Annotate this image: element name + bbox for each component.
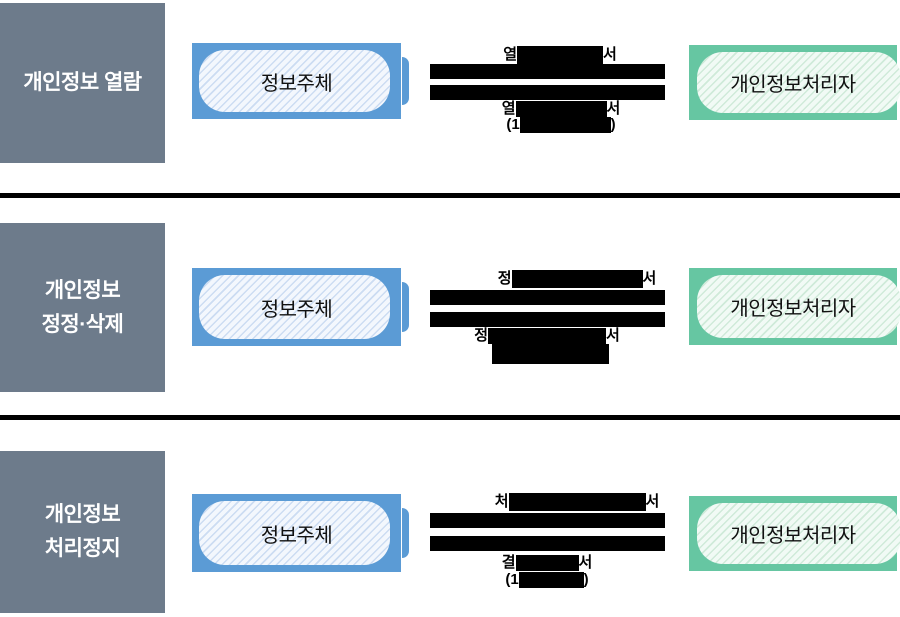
- processor-box: 개인정보처리자: [689, 268, 900, 345]
- redaction-box: [511, 270, 643, 288]
- reply-deadline-prefix: (1: [506, 116, 520, 133]
- processor-box: 개인정보처리자: [689, 45, 900, 120]
- reply-doc-label-line2: (1): [505, 571, 589, 588]
- reply-doc-suffix: 서: [606, 327, 620, 344]
- processor-box: 개인정보처리자: [689, 496, 900, 571]
- row-label-line: 개인정보: [44, 278, 121, 302]
- reply-deadline-prefix: (1: [505, 571, 519, 588]
- request-doc-prefix: 열: [503, 46, 517, 63]
- reply-doc-prefix: 결: [501, 554, 516, 571]
- hatch-fill: [697, 275, 900, 338]
- data-subject-box: 정보주체: [192, 268, 409, 346]
- redaction-box: [488, 328, 606, 344]
- redaction-box: [515, 101, 607, 117]
- data-subject-label: 정보주체: [260, 298, 333, 321]
- reply-doc-prefix: 열: [501, 100, 516, 117]
- request-doc-prefix: 처: [494, 493, 509, 510]
- processor-label: 개인정보처리자: [730, 525, 856, 547]
- hatch-fill: [199, 275, 390, 339]
- flow-bar-return: [429, 312, 665, 327]
- data-subject-label: 정보주체: [260, 524, 333, 547]
- data-subject-label: 정보주체: [260, 72, 333, 95]
- row-label-correction: 개인정보 정정·삭제: [0, 223, 165, 392]
- processor-label: 개인정보처리자: [730, 74, 856, 96]
- request-doc-prefix: 정: [497, 270, 512, 287]
- flow-bar-forward: [429, 290, 665, 305]
- data-subject-box: 정보주체: [192, 43, 409, 119]
- request-doc-suffix: 서: [645, 493, 660, 510]
- reply-doc-suffix: 서: [578, 554, 593, 571]
- flow-bar-forward: [429, 64, 665, 79]
- section-divider: [0, 415, 900, 420]
- redaction-box: [508, 493, 646, 511]
- request-doc-suffix: 서: [642, 270, 657, 287]
- reply-doc-label-line2: (1): [506, 116, 616, 133]
- row-label-line: 개인정보 열람: [23, 71, 142, 95]
- redaction-box: [517, 46, 603, 64]
- redaction-box: [519, 117, 611, 133]
- flow-bar-return: [429, 85, 665, 100]
- row-label-line: 개인정보: [44, 503, 121, 527]
- reply-doc-label-line2: [491, 344, 609, 364]
- section-divider: [0, 193, 900, 198]
- reply-deadline-suffix: ): [610, 116, 616, 133]
- redaction-box: [491, 344, 609, 364]
- row-label-access: 개인정보 열람: [0, 3, 165, 163]
- reply-deadline-suffix: ): [583, 571, 589, 588]
- reply-doc-suffix: 서: [606, 100, 621, 117]
- data-subject-box: 정보주체: [192, 494, 409, 572]
- hatch-fill: [199, 501, 390, 565]
- processor-label: 개인정보처리자: [730, 298, 856, 320]
- redaction-box: [515, 555, 579, 571]
- reply-doc-prefix: 정: [474, 327, 488, 344]
- flow-bar-forward: [429, 513, 665, 528]
- request-doc-suffix: 서: [603, 46, 617, 63]
- hatch-fill: [697, 52, 900, 113]
- hatch-fill: [199, 50, 390, 112]
- row-label-line: 처리정지: [44, 537, 121, 560]
- flow-bar-return: [429, 536, 665, 551]
- row-label-line: 정정·삭제: [41, 312, 124, 336]
- redaction-box: [518, 572, 584, 588]
- row-label-suspension: 개인정보 처리정지: [0, 451, 165, 613]
- hatch-fill: [697, 503, 900, 564]
